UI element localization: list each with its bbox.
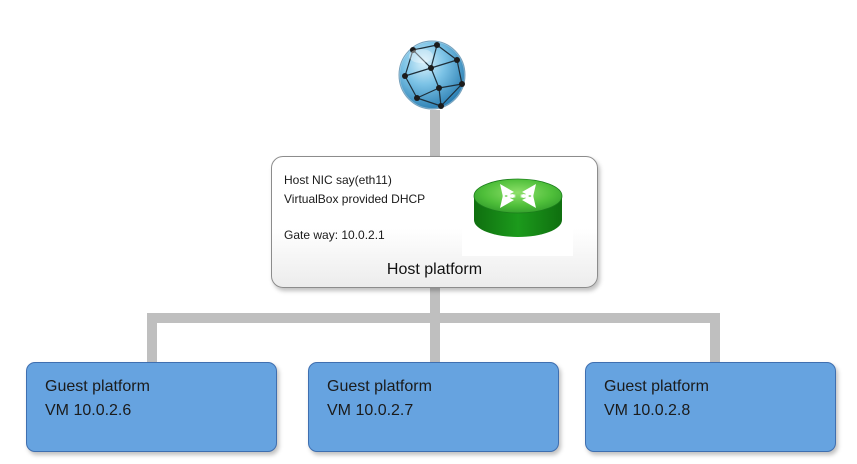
guest-title: Guest platform (45, 378, 150, 395)
guest-title: Guest platform (604, 378, 709, 395)
host-nic-info: Host NIC say(eth11) VirtualBox provided … (284, 171, 425, 245)
guest-vm-ip: VM 10.0.2.6 (45, 402, 132, 419)
connector-to-guest-3 (710, 313, 720, 363)
guest-platform-box-2: Guest platform VM 10.0.2.7 (308, 362, 559, 452)
connector-internet-to-host (430, 110, 440, 158)
globe-network-icon (395, 36, 469, 112)
host-gateway-text: Gate way: 10.0.2.1 (284, 228, 385, 242)
guest-title: Guest platform (327, 378, 432, 395)
host-nic-text: Host NIC say(eth11) (284, 173, 392, 187)
connector-to-guest-1 (147, 313, 157, 363)
guest-vm-ip: VM 10.0.2.7 (327, 402, 414, 419)
router-icon (473, 178, 563, 237)
router-panel (462, 166, 573, 256)
host-dhcp-text: VirtualBox provided DHCP (284, 192, 426, 206)
guest-platform-box-3: Guest platform VM 10.0.2.8 (585, 362, 836, 452)
host-platform-label: Host platform (386, 261, 483, 278)
connector-to-guest-2 (430, 313, 440, 363)
guest-platform-box-1: Guest platform VM 10.0.2.6 (26, 362, 277, 452)
guest-vm-ip: VM 10.0.2.8 (604, 402, 691, 419)
connector-host-to-bus (430, 288, 440, 320)
host-platform-box: Host NIC say(eth11) VirtualBox provided … (271, 156, 598, 288)
